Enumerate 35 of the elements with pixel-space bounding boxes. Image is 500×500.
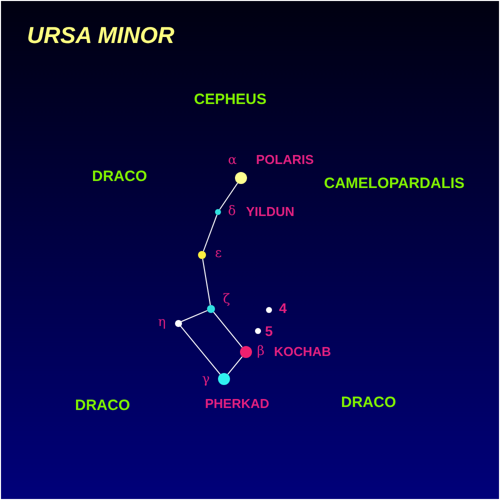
star-name: PHERKAD: [205, 397, 270, 410]
star-dot: [207, 305, 215, 313]
greek-letter: δ: [228, 205, 236, 218]
star-name: POLARIS: [256, 153, 314, 166]
constellation-name: DRACO: [341, 395, 396, 410]
star-dot: [235, 172, 247, 184]
constellation-line: [213, 312, 243, 348]
constellation-name: CEPHEUS: [194, 92, 267, 107]
star-number: 4: [279, 301, 287, 315]
greek-letter: ε: [215, 247, 222, 260]
star-dot: [218, 373, 230, 385]
star-dot: [266, 307, 272, 313]
constellation-line: [219, 182, 238, 210]
greek-letter: γ: [202, 373, 210, 386]
greek-letter: α: [228, 154, 237, 167]
constellation-line: [202, 214, 218, 252]
star-name: KOCHAB: [274, 345, 332, 358]
star-dot: [255, 328, 261, 334]
constellation-line: [227, 356, 243, 375]
constellation-name: CAMELOPARDALIS: [324, 176, 465, 191]
star-name: YILDUN: [246, 205, 294, 218]
star-number: 5: [265, 324, 273, 338]
star-dot: [198, 251, 206, 259]
constellation-name: DRACO: [75, 398, 130, 413]
star-dot: [240, 346, 252, 358]
constellation-line: [180, 310, 208, 322]
constellation-name: DRACO: [92, 169, 147, 184]
greek-letter: η: [158, 316, 166, 329]
star-dot: [215, 209, 221, 215]
constellation-line: [180, 325, 221, 375]
constellation-line: [202, 258, 211, 306]
star-dot: [174, 320, 182, 326]
greek-letter: ζ: [223, 293, 230, 306]
greek-letter: β: [257, 345, 265, 358]
chart-title: URSA MINOR: [27, 24, 174, 47]
